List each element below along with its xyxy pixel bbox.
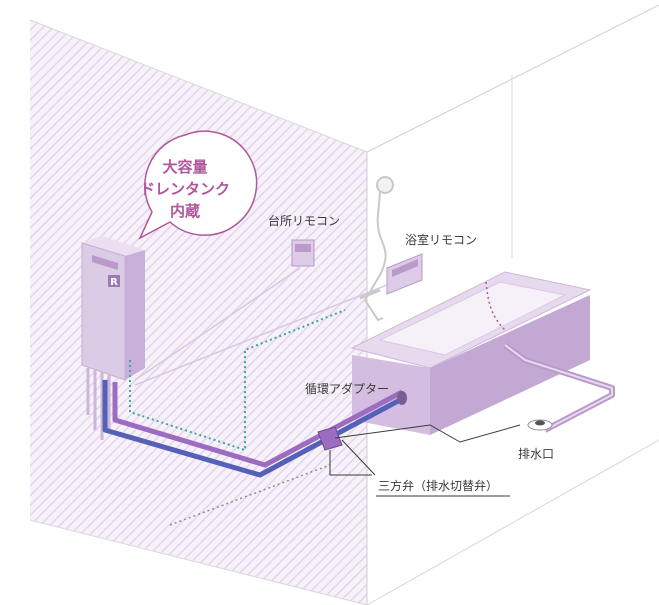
three-way-valve-leader-2 [341,439,376,476]
kitchen-remote-cable [134,267,301,381]
three-way-valve-drain-line [334,424,521,443]
right-wall-top-edge [366,4,659,153]
circulation-adapter-label: 循環アダプター [305,381,389,396]
heater-bottom-pipes [86,368,111,440]
kitchen-remote: 台所リモコン [268,213,340,267]
bath-remote-cable [134,284,388,386]
kitchen-remote-body [291,239,315,267]
water-heater-vent [92,255,118,270]
bathtub [350,271,592,435]
water-heater-top [82,236,145,256]
three-way-valve-leader [329,450,372,476]
ceiling-left [29,19,368,153]
bath-remote-screen [392,259,418,277]
water-heater-logo-box [108,275,120,287]
shower-hose [364,191,387,301]
left-wall-hatched [30,20,367,605]
water-heater-logo: R [110,277,118,288]
bubble-line-1: 大容量 [162,158,207,176]
shower-rail [359,288,381,300]
drain-outlet: 排水口 [518,419,554,461]
bathtub-basin [378,281,567,356]
drain-outlet-label: 排水口 [518,447,554,461]
water-heater-side [125,250,145,380]
feature-bubble: 大容量 ドレンタンク 内蔵 [138,130,258,240]
floor-edge-left [29,519,368,605]
faucet-spout [364,299,384,322]
shower-head [376,176,394,194]
three-way-valve-body [317,426,343,451]
drain-outlet-hole [535,420,545,426]
three-way-valve-label: 三方弁（排水切替弁） [378,478,498,493]
bubble-line-3: 内蔵 [170,202,200,220]
floor-dotted-line [169,464,331,526]
bathtub-side [430,295,590,435]
bubble-line-2: ドレンタンク [140,180,230,198]
shower [359,176,394,322]
bath-remote-label: 浴室リモコン [405,232,477,247]
circulation-adapter-port [397,391,407,405]
three-way-valve: 三方弁（排水切替弁） [317,424,521,497]
circulation-adapter: 循環アダプター [305,381,407,405]
bubble-shape [138,130,258,240]
water-heater: R [81,236,145,440]
floor-edge-right [366,439,659,605]
kitchen-remote-screen [295,244,311,252]
bath-remote: 浴室リモコン [386,232,477,295]
drain-pipe-inner [504,344,613,431]
kitchen-remote-label: 台所リモコン [268,213,340,228]
bathtub-overflow-chain [485,281,506,331]
